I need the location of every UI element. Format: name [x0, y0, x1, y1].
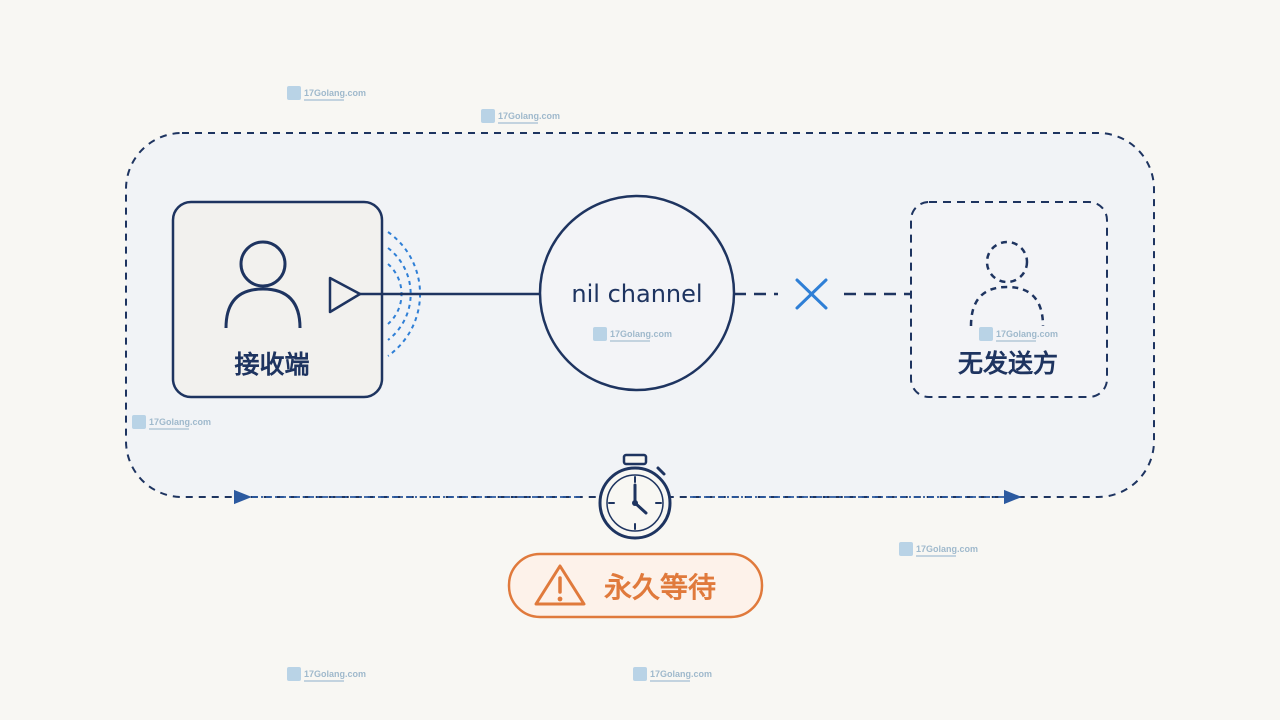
receiver-box: [171, 200, 384, 399]
channel-node: nil channel: [538, 194, 736, 392]
sender-label: 无发送方: [958, 349, 1058, 378]
sender-node: 无发送方: [910, 201, 1108, 398]
svg-text:17Golang.com: 17Golang.com: [304, 88, 366, 98]
svg-text:17Golang.com: 17Golang.com: [304, 669, 366, 679]
watermark-logo: 17Golang.com: [287, 667, 366, 682]
warning-triangle-icon: [534, 564, 586, 606]
sender-box: [910, 201, 1108, 398]
watermark-logo: 17Golang.com: [979, 327, 1058, 342]
watermark-logo: 17Golang.com: [481, 109, 560, 124]
watermark-logo: 17Golang.com: [633, 667, 712, 682]
svg-text:17Golang.com: 17Golang.com: [610, 329, 672, 339]
receiver-label: 接收端: [234, 350, 309, 379]
watermark-logo: 17Golang.com: [593, 327, 672, 342]
watermark-logo: 17Golang.com: [132, 415, 211, 430]
svg-text:17Golang.com: 17Golang.com: [149, 417, 211, 427]
dashed-person-icon: [969, 240, 1045, 327]
svg-text:17Golang.com: 17Golang.com: [996, 329, 1058, 339]
receiver-node: 接收端: [171, 200, 384, 399]
svg-text:17Golang.com: 17Golang.com: [498, 111, 560, 121]
watermark-logo: 17Golang.com: [899, 542, 978, 557]
watermark-logo: 17Golang.com: [287, 86, 366, 101]
receive-arrow-icon: [328, 276, 362, 314]
status-badge: 永久等待: [507, 552, 764, 619]
status-pill: [507, 552, 764, 619]
person-icon: [224, 240, 302, 329]
status-label: 永久等待: [604, 571, 716, 604]
stopwatch-icon: [598, 453, 672, 540]
svg-text:17Golang.com: 17Golang.com: [650, 669, 712, 679]
x-mark-icon: [795, 278, 828, 310]
svg-text:17Golang.com: 17Golang.com: [916, 544, 978, 554]
channel-label: nil channel: [571, 280, 702, 308]
